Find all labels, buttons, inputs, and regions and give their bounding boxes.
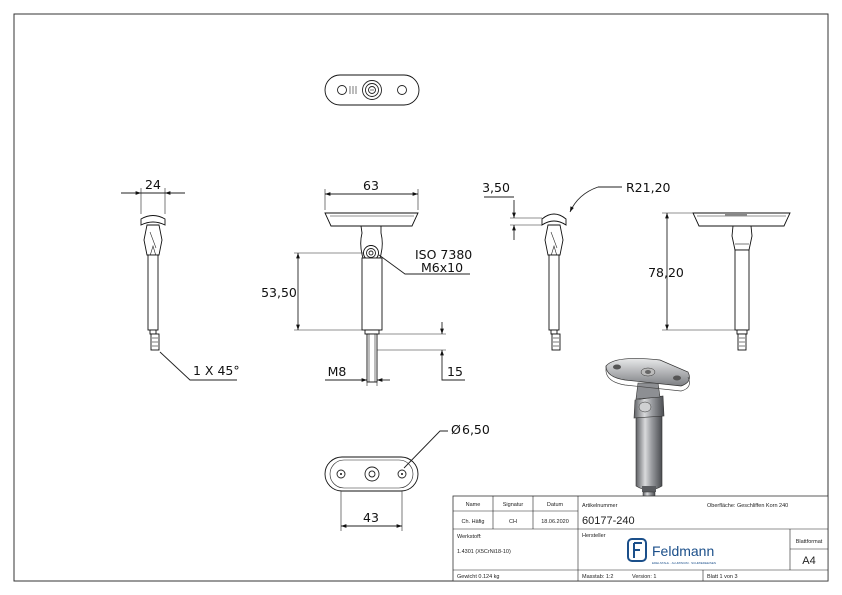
tb-format-label: Blattformat <box>796 539 823 545</box>
rear-view <box>662 212 791 351</box>
screw-spec-line2: M6x10 <box>421 260 463 275</box>
tb-material-label: Werkstoff: <box>457 534 482 540</box>
tb-scale: Masstab: 1:2 <box>582 574 614 580</box>
dim-saddle-depth: 3,50 <box>482 180 510 195</box>
dim-thread: M8 <box>328 364 347 379</box>
tb-signature-value: CH <box>509 519 517 525</box>
dim-radius: R21,20 <box>626 180 671 195</box>
dim-chamfer: 1 X 45° <box>193 363 240 378</box>
tb-version: Version: 1 <box>632 574 656 580</box>
dim-thread-length: 15 <box>447 364 463 379</box>
tb-manufacturer-label: Hersteller <box>582 533 606 539</box>
isometric-view <box>605 358 690 499</box>
side-view-radius <box>484 186 622 351</box>
brand-name: Feldmann <box>652 543 714 559</box>
screw-spec-line1: ISO 7380 <box>415 247 472 262</box>
tb-article-number: 60177-240 <box>582 515 635 527</box>
tb-date-header: Datum <box>547 502 564 508</box>
dim-hole-symbol: Ø <box>451 422 461 437</box>
brand-tagline: EDELSTAHL · ALUMINIUM · SCHMIEDEEISEN <box>652 561 716 565</box>
dim-total-height: 78,20 <box>648 265 684 280</box>
tb-format-value: A4 <box>802 555 815 567</box>
tb-signature-header: Signatur <box>503 502 524 508</box>
side-view <box>121 188 237 381</box>
front-view <box>294 189 470 386</box>
title-block <box>452 495 829 582</box>
tb-weight: Gewicht 0.124 kg <box>457 574 500 580</box>
sheet-border <box>13 13 829 582</box>
top-view-plate <box>324 74 420 106</box>
tb-sheet: Blatt 1 von 3 <box>707 574 738 580</box>
tb-article-label: Artikelnummer <box>582 503 618 509</box>
tb-material-value: 1.4301 (X5CrNi18-10) <box>457 549 511 555</box>
dim-front-width: 63 <box>363 178 379 193</box>
tb-surface: Oberfläche: Geschliffen Korn 240 <box>707 503 788 509</box>
tb-name-header: Name <box>466 502 481 508</box>
tb-date-value: 18.06.2020 <box>541 519 569 525</box>
tb-name-value: Ch. Häfig <box>462 519 485 525</box>
dim-hole-diameter: 6,50 <box>462 422 490 437</box>
dim-side-width: 24 <box>145 177 161 192</box>
bottom-view-plate <box>324 430 448 531</box>
dim-plate-distance: 43 <box>363 510 379 525</box>
dim-height: 53,50 <box>261 285 297 300</box>
